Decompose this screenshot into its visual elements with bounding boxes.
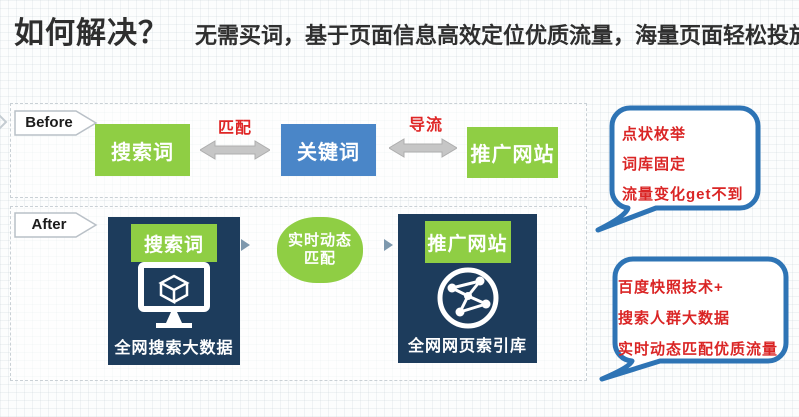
before-box-keyword-label: 关键词: [297, 141, 360, 164]
before-box-search-term-label: 搜索词: [111, 141, 174, 164]
tag-chevron-shape: [14, 212, 98, 238]
callout-line: 实时动态匹配优质流量: [618, 341, 779, 358]
callout-bubble-before: [595, 105, 761, 233]
match-arrow-label: 匹配: [217, 120, 252, 137]
after-label: After: [31, 216, 67, 233]
page-title: 如何解决？: [14, 17, 169, 50]
after-card-search-caption: 全网搜索大数据: [114, 340, 234, 357]
after-card-web-index: 推广网站 全网网页索引库: [398, 214, 537, 363]
callout-before-text: 点状枚举 词库固定 流量变化get不到: [622, 120, 744, 210]
before-box-keyword: 关键词: [281, 124, 376, 176]
after-card-search-data: 搜索词 全网搜索大数据: [108, 217, 240, 365]
flow-arrowhead-icon: [241, 239, 250, 251]
after-tag: After: [14, 212, 98, 238]
callout-line: 百度快照技术+: [618, 279, 724, 296]
callout-line: 搜索人群大数据: [618, 310, 731, 327]
monitor-cube-icon: [134, 262, 214, 334]
before-box-promo-site: 推广网站: [467, 127, 558, 178]
callout-bubble-after: [599, 256, 789, 382]
callout-line: 流量变化get不到: [622, 186, 744, 203]
before-box-search-term: 搜索词: [95, 124, 190, 176]
after-card-search-header: 搜索词: [131, 224, 217, 262]
flow-arrowhead-icon: [384, 239, 393, 251]
globe-network-icon: [432, 263, 504, 332]
double-arrow-icon: [389, 138, 457, 158]
after-card-web-caption: 全网网页索引库: [407, 338, 527, 355]
before-label: Before: [25, 114, 73, 131]
after-card-web-header: 推广网站: [424, 221, 511, 263]
realtime-match-line2: 匹配: [303, 250, 336, 267]
realtime-match-line1: 实时动态: [287, 232, 352, 249]
callout-after-text: 百度快照技术+ 搜索人群大数据 实时动态匹配优质流量: [618, 272, 778, 365]
tag-chevron-shape: [14, 110, 98, 136]
divert-arrow-label: 导流: [408, 117, 443, 134]
slide-header: 如何解决？ 无需买词，基于页面信息高效定位优质流量，海量页面轻松投放: [14, 8, 799, 52]
edge-chevron-icon: [0, 114, 8, 130]
before-tag: Before: [14, 110, 98, 136]
realtime-match-badge: 实时动态 匹配: [277, 217, 363, 283]
callout-line: 词库固定: [622, 156, 687, 173]
page-subtitle: 无需买词，基于页面信息高效定位优质流量，海量页面轻松投放: [195, 23, 799, 48]
before-box-promo-site-label: 推广网站: [470, 144, 555, 166]
callout-line: 点状枚举: [622, 126, 687, 143]
double-arrow-icon: [200, 140, 270, 160]
